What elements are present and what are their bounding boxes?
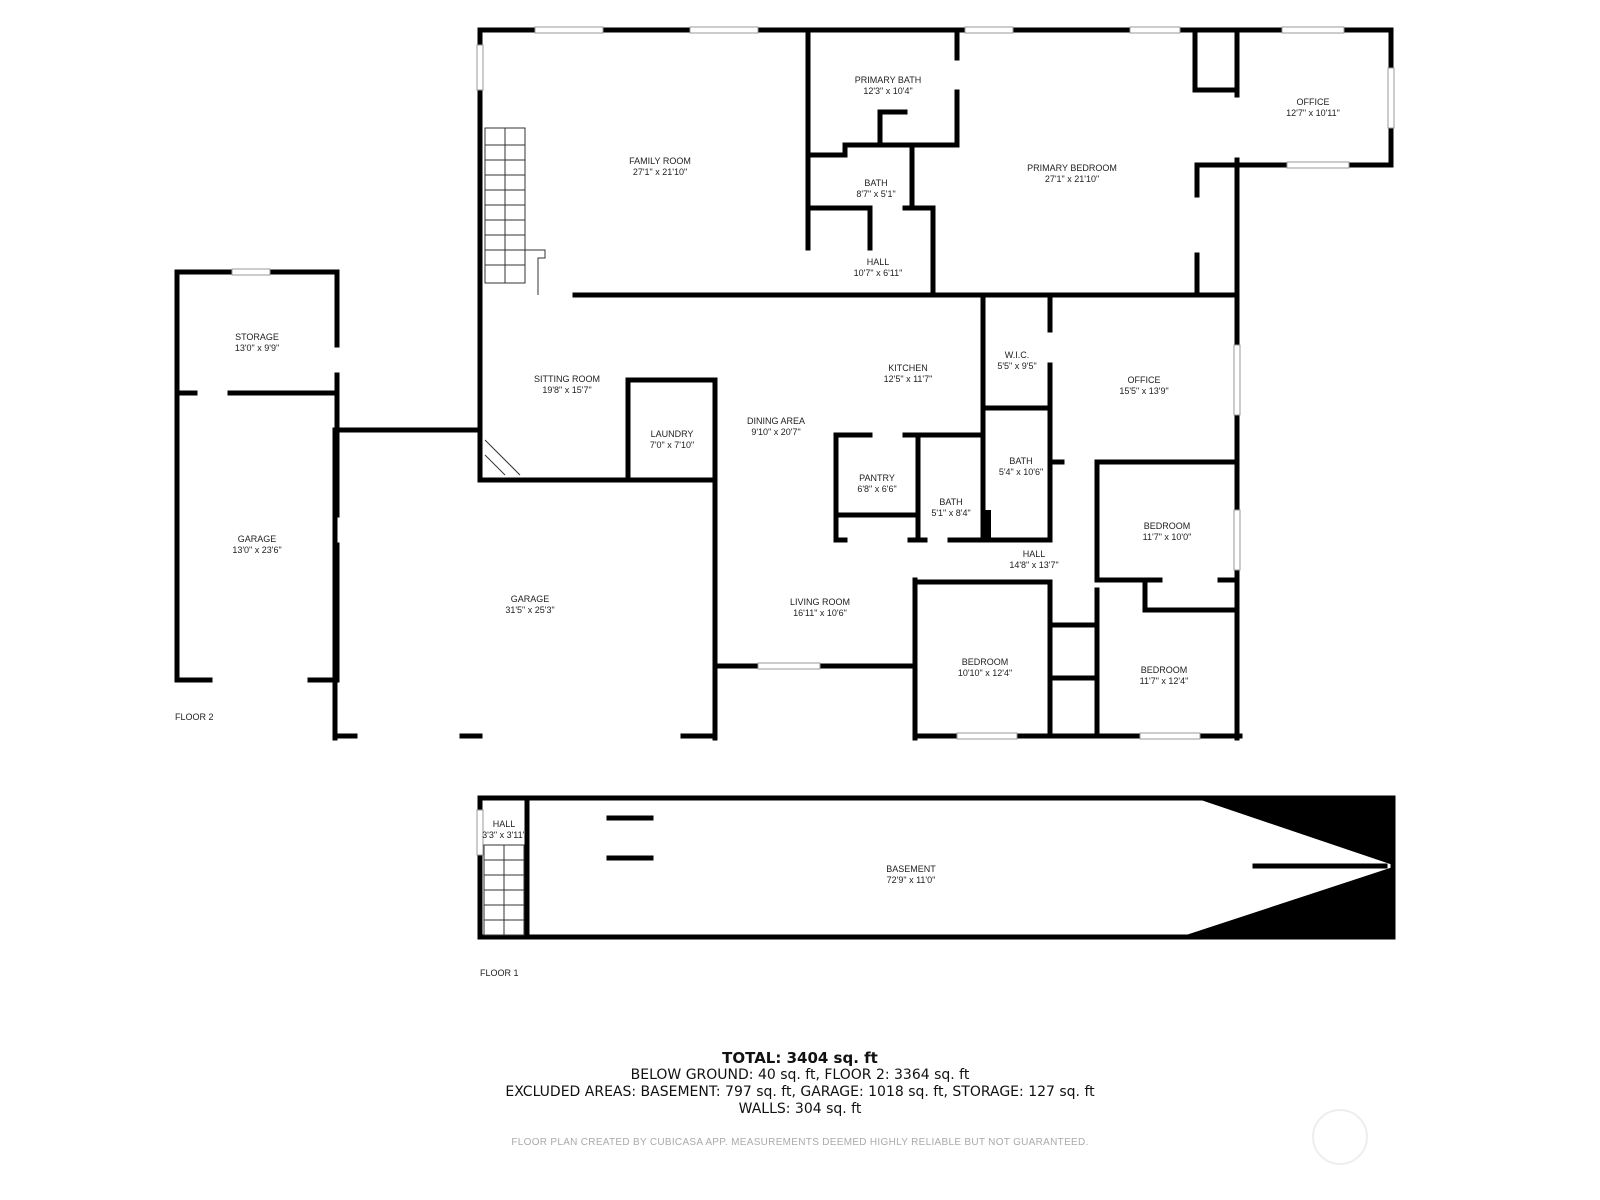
room-name: KITCHEN <box>888 363 928 373</box>
room-dims: 12'3" x 10'4" <box>863 86 913 96</box>
room-dims: 7'0" x 7'10" <box>649 440 695 450</box>
room-dims: 3'3" x 3'11" <box>482 830 526 840</box>
windows <box>231 26 1395 856</box>
logo-watermark <box>1312 1109 1368 1165</box>
total-area: TOTAL: 3404 sq. ft <box>722 1049 878 1067</box>
room-dims: 72'9" x 11'0" <box>886 875 936 885</box>
room-name: STORAGE <box>235 332 279 342</box>
room-name: LIVING ROOM <box>789 597 851 607</box>
room-name: FAMILY ROOM <box>629 156 691 166</box>
room-dims: 27'1" x 21'10" <box>632 167 688 177</box>
room-dims: 13'0" x 9'9" <box>234 343 280 353</box>
room-name: W.I.C. <box>1004 350 1030 360</box>
room-name: GARAGE <box>237 534 277 544</box>
room-dims: 8'7" x 5'1" <box>856 189 896 199</box>
room-name: HALL <box>492 819 516 829</box>
room-dims: 15'5" x 13'9" <box>1119 386 1169 396</box>
walls <box>174 27 1396 940</box>
basement-black-area-bottom <box>1180 867 1393 937</box>
room-name: OFFICE <box>1296 97 1330 107</box>
floor-1-label: FLOOR 1 <box>480 968 519 978</box>
disclaimer: FLOOR PLAN CREATED BY CUBICASA APP. MEAS… <box>511 1137 1089 1148</box>
room-name: PRIMARY BATH <box>854 75 922 85</box>
room-dims: 10'7" x 6'11" <box>853 268 903 278</box>
room-dims: 12'7" x 10'11" <box>1286 108 1340 118</box>
room-name: PANTRY <box>859 473 895 483</box>
room-name: BATH <box>1009 456 1033 466</box>
room-dims: 5'1" x 8'4" <box>931 508 971 518</box>
room-dims: 12'5" x 11'7" <box>883 374 933 384</box>
room-name: BATH <box>939 497 963 507</box>
room-dims: 6'8" x 6'6" <box>857 484 897 494</box>
room-dims: 16'11" x 10'6" <box>793 608 847 618</box>
room-name: SITTING ROOM <box>534 374 600 384</box>
room-dims: 10'10" x 12'4" <box>957 668 1013 678</box>
room-name: GARAGE <box>510 594 550 604</box>
area-line-excluded: EXCLUDED AREAS: BASEMENT: 797 sq. ft, GA… <box>505 1084 1095 1100</box>
room-name: BEDROOM <box>1143 521 1191 531</box>
room-name: PRIMARY BEDROOM <box>1027 163 1117 173</box>
room-name: BATH <box>864 178 888 188</box>
area-line-below-ground: BELOW GROUND: 40 sq. ft, FLOOR 2: 3364 s… <box>630 1067 970 1083</box>
room-dims: 13'0" x 23'6" <box>232 545 282 555</box>
room-name: BASEMENT <box>886 864 936 874</box>
area-summary: TOTAL: 3404 sq. ft BELOW GROUND: 40 sq. … <box>0 1050 1600 1118</box>
room-label-wic: W.I.C.5'5" x 9'5" <box>997 350 1036 372</box>
room-name: BEDROOM <box>961 657 1009 667</box>
room-name: HALL <box>866 257 890 267</box>
room-dims: 9'10" x 20'7" <box>751 427 801 437</box>
room-name: DINING AREA <box>746 416 806 426</box>
area-line-walls: WALLS: 304 sq. ft <box>738 1101 862 1117</box>
room-dims: 5'4" x 10'6" <box>998 467 1044 477</box>
room-dims: 14'8" x 13'7" <box>1009 560 1059 570</box>
room-name: BEDROOM <box>1140 665 1188 675</box>
room-name: HALL <box>1022 549 1046 559</box>
room-dims: 5'5" x 9'5" <box>997 361 1037 371</box>
room-dims: 19'8" x 15'7" <box>542 385 592 395</box>
stairs <box>483 127 546 936</box>
room-dims: 11'7" x 10'0" <box>1142 532 1192 542</box>
room-name: OFFICE <box>1127 375 1161 385</box>
wall-block <box>983 510 991 540</box>
floor-2-label: FLOOR 2 <box>175 712 214 722</box>
room-name: LAUNDRY <box>650 429 694 439</box>
room-dims: 31'5" x 25'3" <box>505 605 555 615</box>
room-dims: 27'1" x 21'10" <box>1044 174 1100 184</box>
basement-black-area-top <box>1195 798 1393 865</box>
room-dims: 11'7" x 12'4" <box>1139 676 1189 686</box>
